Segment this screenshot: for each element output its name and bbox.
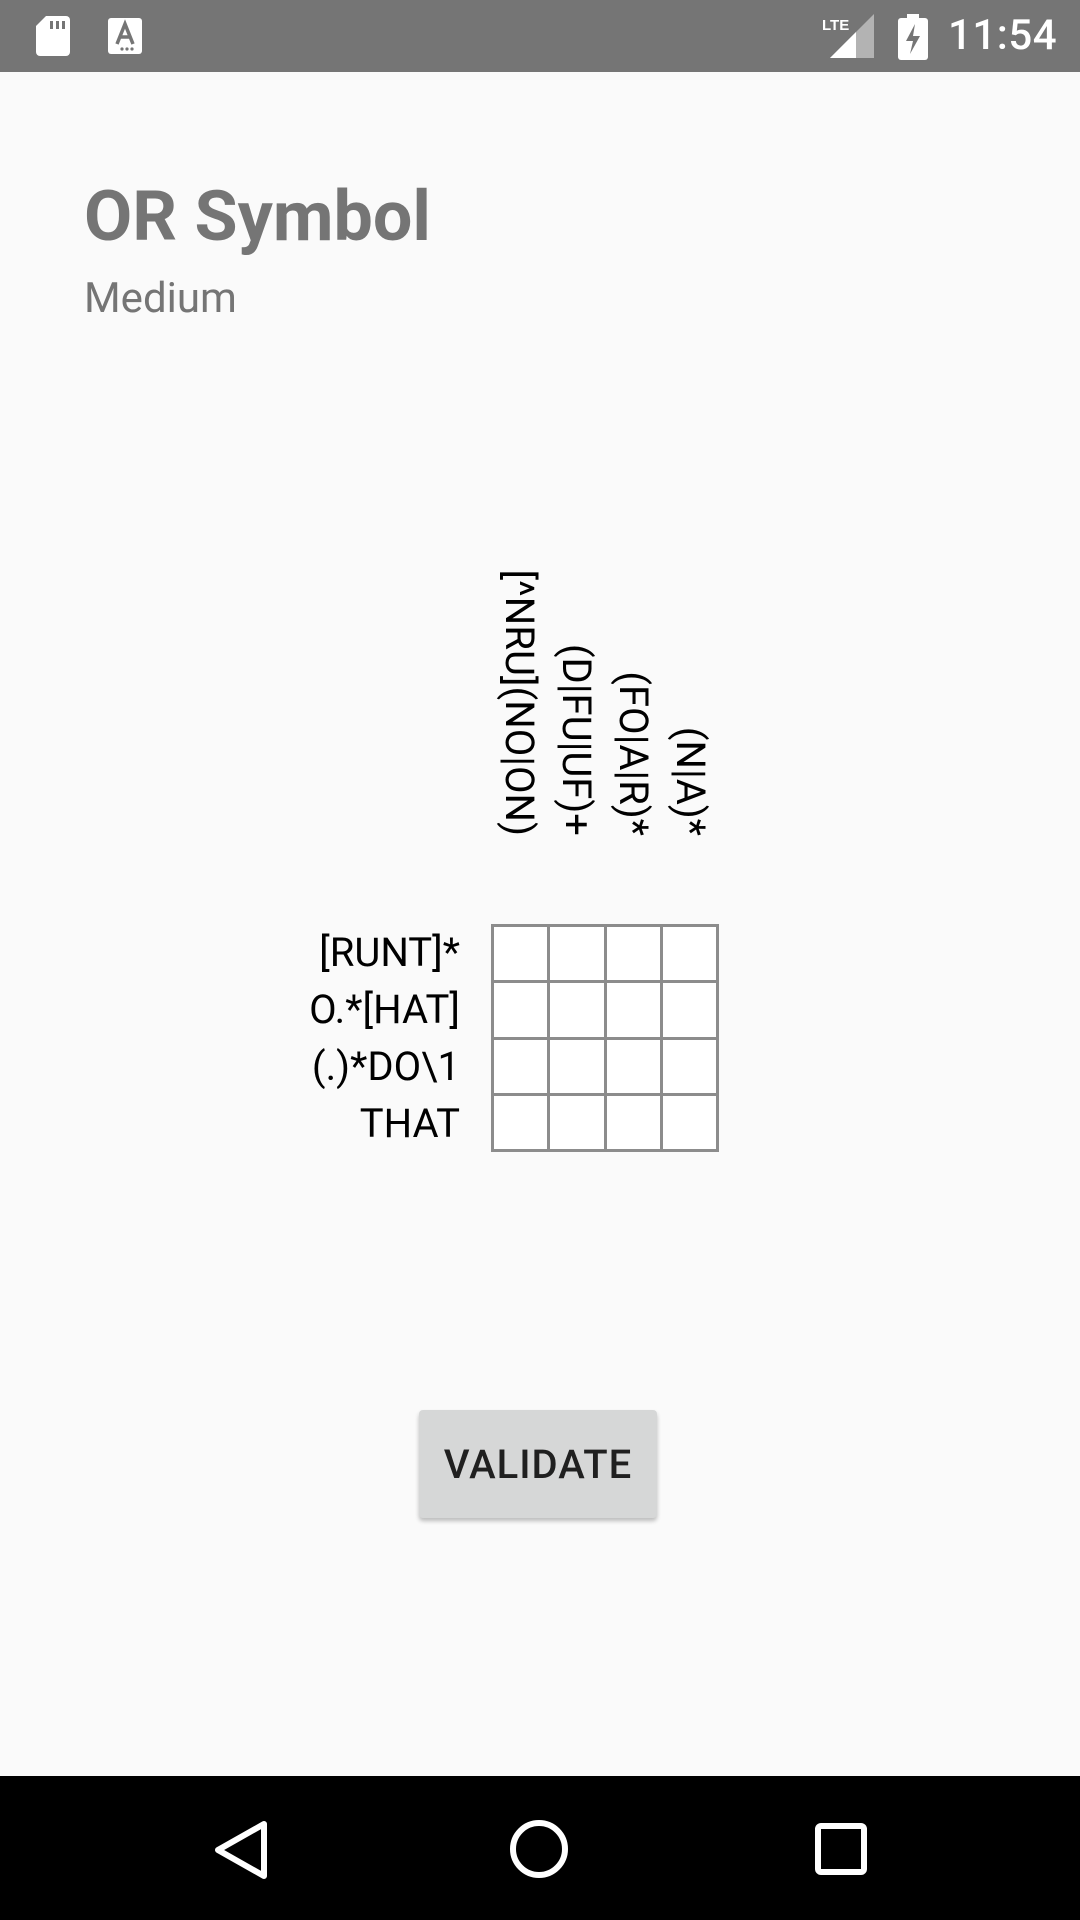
recents-icon[interactable] <box>814 1822 868 1876</box>
validate-button[interactable]: VALIDATE <box>419 1410 657 1518</box>
lte-label: LTE <box>822 17 849 34</box>
column-clue: [^NRU](NO|ON) <box>491 569 547 892</box>
home-icon[interactable] <box>508 1818 570 1880</box>
grid-cell[interactable] <box>494 927 548 981</box>
grid-cell[interactable] <box>662 1039 716 1093</box>
column-clue: (FO|A|R)* <box>605 592 661 892</box>
grid-cell[interactable] <box>550 1095 604 1149</box>
column-clue-text: (FO|A|R)* <box>610 671 657 836</box>
lte-signal-icon: LTE <box>822 14 874 58</box>
back-icon[interactable] <box>212 1818 270 1882</box>
grid-cell[interactable] <box>606 1095 660 1149</box>
grid-cell[interactable] <box>550 927 604 981</box>
grid-cell[interactable] <box>606 983 660 1037</box>
grid-cell[interactable] <box>494 1095 548 1149</box>
a-text-icon <box>108 18 142 54</box>
grid-cell[interactable] <box>662 983 716 1037</box>
column-clue-text: (N|A)* <box>667 726 714 836</box>
row-clue: [RUNT]* <box>319 929 460 976</box>
battery-charging-icon <box>898 14 928 60</box>
row-clue: O.*[HAT] <box>309 986 460 1033</box>
grid-cell[interactable] <box>494 983 548 1037</box>
sd-card-icon <box>36 16 70 56</box>
grid-cell[interactable] <box>662 1095 716 1149</box>
puzzle-grid <box>491 924 719 1152</box>
status-clock: 11:54 <box>948 11 1058 60</box>
grid-cell[interactable] <box>550 983 604 1037</box>
grid-cell[interactable] <box>606 1039 660 1093</box>
grid-cell[interactable] <box>662 927 716 981</box>
grid-cell[interactable] <box>550 1039 604 1093</box>
page-title: OR Symbol <box>84 176 431 258</box>
column-clue: (D|FU|UF)+ <box>548 592 604 892</box>
column-clue: (N|A)* <box>662 592 718 892</box>
navigation-bar <box>0 1776 1080 1920</box>
row-clue: (.)*DO\1 <box>311 1043 460 1090</box>
status-bar: LTE 11:54 <box>0 0 1080 72</box>
row-clue: THAT <box>359 1100 460 1147</box>
column-clue-text: (D|FU|UF)+ <box>553 643 600 836</box>
difficulty-label: Medium <box>84 274 237 323</box>
column-clue-text: [^NRU](NO|ON) <box>496 569 543 836</box>
grid-cell[interactable] <box>606 927 660 981</box>
grid-cell[interactable] <box>494 1039 548 1093</box>
